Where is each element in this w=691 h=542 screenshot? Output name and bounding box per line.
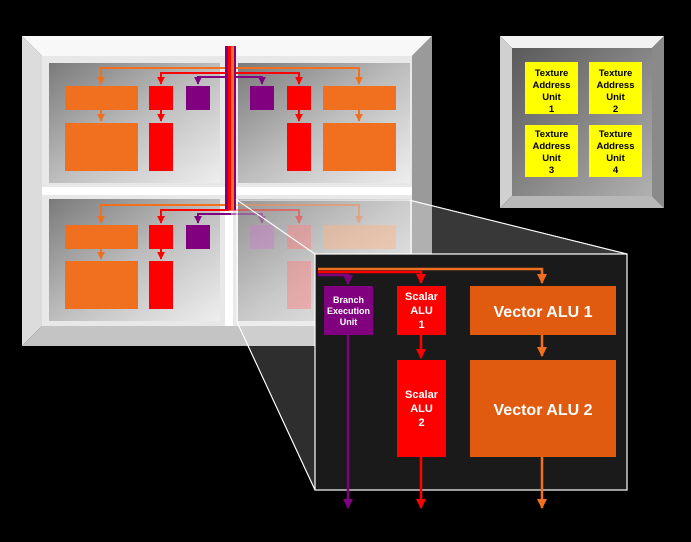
svg-text:1: 1 [418,319,424,331]
svg-text:Unit: Unit [542,153,561,164]
scalar-alu-2: Scalar ALU 2 [397,360,446,457]
texture-unit-panel [500,36,664,208]
texture-address-unit: Texture Address Unit 1 [525,62,578,115]
texture-address-unit: Texture Address Unit 3 [525,125,578,177]
svg-text:Unit: Unit [606,92,625,103]
svg-text:Texture: Texture [535,68,569,79]
svg-text:Address: Address [532,141,570,152]
svg-text:ALU: ALU [410,403,433,415]
vector-alu-2: Vector ALU 2 [470,360,616,457]
detail-bus-arrows [318,267,547,509]
svg-text:Execution: Execution [327,306,370,316]
svg-text:Unit: Unit [542,92,561,103]
cu-bl-units [65,225,210,309]
bus-arrows-top [97,67,363,122]
central-bus [225,46,236,210]
svg-text:Address: Address [596,141,634,152]
svg-text:Address: Address [532,80,570,91]
bus-arrows-bottom [97,204,363,260]
svg-text:1: 1 [549,104,555,115]
svg-text:ALU: ALU [410,305,433,317]
cu-tr-units [250,86,396,171]
svg-text:Texture: Texture [599,129,633,140]
svg-text:2: 2 [418,417,424,429]
svg-text:Scalar: Scalar [405,291,439,303]
svg-text:Branch: Branch [333,295,364,305]
branch-execution-unit: Branch Execution Unit [324,286,373,335]
svg-text:Unit: Unit [606,153,625,164]
svg-text:Address: Address [596,80,634,91]
svg-text:Texture: Texture [599,68,633,79]
svg-text:Vector ALU 2: Vector ALU 2 [494,402,593,419]
svg-text:Unit: Unit [340,317,358,327]
cu-tl-units [65,86,210,171]
svg-text:Vector ALU 1: Vector ALU 1 [494,304,593,321]
svg-text:2: 2 [613,104,618,115]
vector-alu-1: Vector ALU 1 [470,286,616,335]
svg-text:3: 3 [549,165,554,176]
svg-text:Texture: Texture [535,129,569,140]
svg-text:4: 4 [613,165,619,176]
scalar-alu-1: Scalar ALU 1 [397,286,446,335]
texture-address-unit: Texture Address Unit 2 [589,62,642,115]
texture-address-unit: Texture Address Unit 4 [589,125,642,177]
svg-text:Scalar: Scalar [405,389,439,401]
